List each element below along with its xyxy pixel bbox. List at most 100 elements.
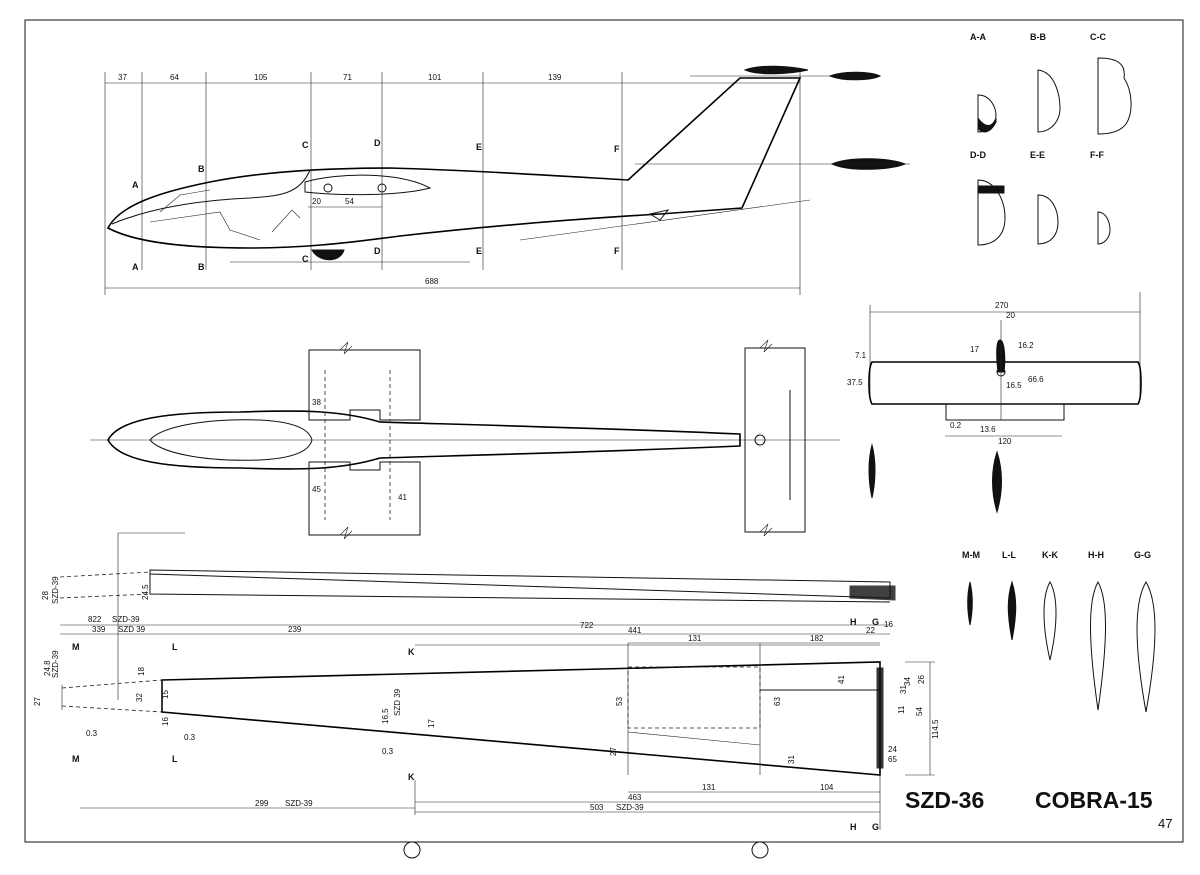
canopy-dim-54: 54: [345, 197, 354, 206]
section-mark-a-top: A: [132, 180, 139, 190]
wing-bot-dim-503: 503: [590, 803, 604, 812]
wing-right-dim-54: 54: [915, 707, 924, 716]
wing-left-dim-16: 16: [161, 717, 170, 726]
tail-dim-66-6: 66.6: [1028, 375, 1044, 384]
section-label-hh: H-H: [1088, 550, 1104, 560]
model-name: COBRA-15: [1035, 787, 1153, 813]
wing-left-dim-0-3-b: 0.3: [184, 733, 196, 742]
wing-front-view: 28 SZD-39 24.5: [41, 532, 896, 700]
top-dim-45: 45: [312, 485, 321, 494]
binder-hole: [403, 841, 421, 859]
section-mark-d-top: D: [374, 138, 381, 148]
top-view: 38 45 41: [90, 339, 840, 540]
tail-dim-20: 20: [1006, 311, 1015, 320]
wing-right-dim-53: 53: [615, 697, 624, 706]
wing-dim-16: 16: [884, 620, 893, 629]
tail-dim-13-6: 13.6: [980, 425, 996, 434]
stabilizer-airfoil: [828, 71, 882, 81]
section-mark-e-top: E: [476, 142, 482, 152]
tail-fin-airfoil: [868, 443, 876, 499]
hinge-point: [377, 183, 387, 193]
tail-stab-airfoil: [992, 450, 1002, 514]
wing-left-dim-0-3-a: 0.3: [86, 729, 98, 738]
side-dim-overall: 688: [425, 277, 439, 286]
wing-dim-131: 131: [688, 634, 702, 643]
tail-dim-270: 270: [995, 301, 1009, 310]
wing-mark-k-bot: K: [408, 772, 415, 782]
wing-left-dim-szd39: SZD-39: [51, 650, 60, 678]
section-mark-f-bot: F: [614, 246, 620, 256]
section-label-mm: M-M: [962, 550, 980, 560]
tail-dim-16-5: 16.5: [1006, 381, 1022, 390]
tail-dim-16-2: 16.2: [1018, 341, 1034, 350]
fuselage-sections: A-A B-B C-C D-D E-E F-F: [970, 32, 1132, 246]
section-label-cc: C-C: [1090, 32, 1106, 42]
wing-dim-22: 22: [866, 626, 875, 635]
tail-dim-120: 120: [998, 437, 1012, 446]
page-number: 47: [1158, 816, 1172, 831]
wing-left-dim-17: 17: [427, 719, 436, 728]
wing-left-dim-15: 15: [161, 690, 170, 699]
wing-right-dim-26: 26: [917, 675, 926, 684]
wing-front-dim-24-5: 24.5: [141, 584, 150, 600]
section-label-aa: A-A: [970, 32, 986, 42]
wing-dim-239: 239: [288, 625, 302, 634]
wing-left-dim-0-3-c: 0.3: [382, 747, 394, 756]
side-dim-105: 105: [254, 73, 268, 82]
tail-front-view: 270 20 17 16.2 37.5 7.1 66.6 16.5 0.2 13…: [847, 292, 1142, 514]
wing-mark-h-top: H: [850, 617, 857, 627]
wing-left-dim-24-8: 24.8: [43, 660, 52, 676]
wing-bot-dim-szd39-c: SZD-39: [285, 799, 313, 808]
wing-mark-m-bot: M: [72, 754, 80, 764]
section-label-ll: L-L: [1002, 550, 1016, 560]
hinge-point: [323, 183, 333, 193]
side-dim-101: 101: [428, 73, 442, 82]
wing-mark-k-top: K: [408, 647, 415, 657]
section-mark-c-bot: C: [302, 254, 309, 264]
wing-right-dim-24: 24: [888, 745, 897, 754]
side-dim-139: 139: [548, 73, 562, 82]
drawing-frame: [24, 19, 1184, 843]
section-label-bb: B-B: [1030, 32, 1046, 42]
wing-dim-339: 339: [92, 625, 106, 634]
wing-front-dim-28: 28: [41, 591, 50, 600]
wing-right-dim-31b: 31: [899, 685, 908, 694]
wing-left-dim-16-5: 16.5: [381, 708, 390, 724]
wing-bot-dim-463: 463: [628, 793, 642, 802]
wing-sections: M-M L-L K-K H-H G-G: [962, 550, 1156, 713]
side-dim-37: 37: [118, 73, 127, 82]
wing-right-dim-34: 34: [903, 677, 912, 686]
wing-right-dim-31: 31: [787, 755, 796, 764]
wing-right-dim-65: 65: [888, 755, 897, 764]
wing-right-dim-11: 11: [897, 705, 906, 714]
wing-bot-dim-104: 104: [820, 783, 834, 792]
section-mark-a-bot: A: [132, 262, 139, 272]
section-mark-b-top: B: [198, 164, 205, 174]
side-view: 37 64 105 71 101 139 688 20 54 A: [104, 65, 910, 295]
section-mark-f-top: F: [614, 144, 620, 154]
wing-plan-view: 822 SZD-39 339 SZD 39 239 722 441 131 18…: [33, 615, 940, 832]
tail-dim-7-1: 7.1: [855, 351, 867, 360]
section-mark-d-bot: D: [374, 246, 381, 256]
wing-mark-h-bot: H: [850, 822, 857, 832]
section-label-dd: D-D: [970, 150, 986, 160]
side-dim-71: 71: [343, 73, 352, 82]
model-designation: SZD-36: [905, 787, 984, 813]
wing-left-dim-szd39-b: SZD 39: [393, 688, 402, 716]
wing-right-dim-63: 63: [773, 697, 782, 706]
wing-dim-441: 441: [628, 626, 642, 635]
wing-right-dim-27: 27: [609, 747, 618, 756]
canopy-dim-20: 20: [312, 197, 321, 206]
wing-dim-szd39-a: SZD-39: [112, 615, 140, 624]
wing-left-dim-18: 18: [137, 667, 146, 676]
section-label-ff: F-F: [1090, 150, 1104, 160]
wing-bot-dim-szd39-d: SZD-39: [616, 803, 644, 812]
section-mark-b-bot: B: [198, 262, 205, 272]
section-mark-e-bot: E: [476, 246, 482, 256]
wing-right-dim-41: 41: [837, 675, 846, 684]
wing-mark-l-bot: L: [172, 754, 178, 764]
wing-mark-g-bot: G: [872, 822, 879, 832]
wing-dim-szd39-b: SZD 39: [118, 625, 146, 634]
wing-mark-l-top: L: [172, 642, 178, 652]
wing-left-dim-32: 32: [135, 693, 144, 702]
